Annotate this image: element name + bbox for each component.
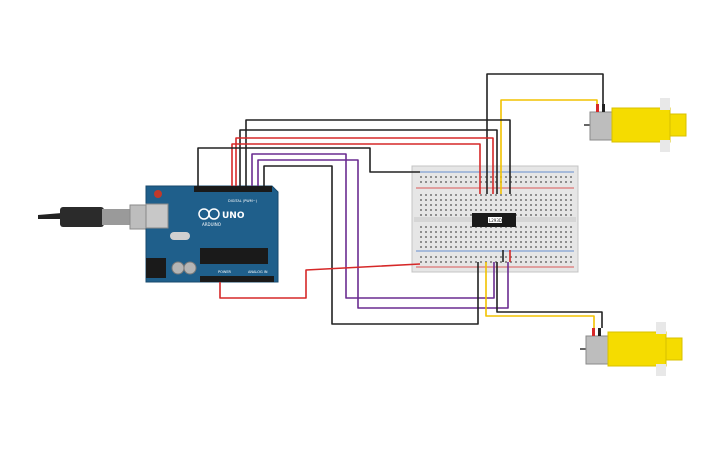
wire-purple-arduino-2 bbox=[257, 159, 509, 309]
wire-purple-arduino-1 bbox=[251, 153, 495, 299]
wire-red-arduino-top-1 bbox=[235, 137, 494, 194]
wire-black-arduino-left bbox=[197, 147, 420, 186]
wire-black-motor-bottom bbox=[496, 262, 603, 328]
wire-black-motor-top bbox=[486, 73, 604, 194]
l293d-ic[interactable]: L293D bbox=[472, 213, 516, 227]
arduino-uno-board[interactable]: UNO ARDUINO DIGITAL (PWM~) POWER ANALOG … bbox=[145, 185, 279, 283]
dc-motor-top[interactable] bbox=[584, 98, 687, 152]
wire-black-arduino-top-1 bbox=[245, 119, 511, 194]
wire-yellow-motor-top bbox=[500, 99, 598, 194]
wires bbox=[197, 73, 604, 328]
power-header-label: POWER bbox=[218, 270, 232, 274]
arduino-logo-text: ARDUINO bbox=[202, 222, 221, 227]
atmega-chip bbox=[200, 248, 268, 264]
wire-black-arduino-top-2 bbox=[239, 129, 498, 194]
ic-label: L293D bbox=[489, 218, 502, 223]
wire-red-power bbox=[219, 263, 421, 299]
arduino-logo-icon bbox=[198, 208, 220, 220]
digital-header-label: DIGITAL (PWM~) bbox=[228, 199, 258, 203]
wire-yellow-motor-bottom bbox=[485, 262, 595, 328]
wire-red-arduino-top-2 bbox=[231, 143, 481, 194]
arduino-brand-text: UNO bbox=[222, 211, 245, 221]
wire-black-arduino-bottom bbox=[263, 165, 479, 325]
breadboard-holes bbox=[420, 176, 572, 263]
analog-header-label: ANALOG IN bbox=[248, 270, 268, 274]
dc-motor-bottom[interactable] bbox=[580, 322, 683, 376]
